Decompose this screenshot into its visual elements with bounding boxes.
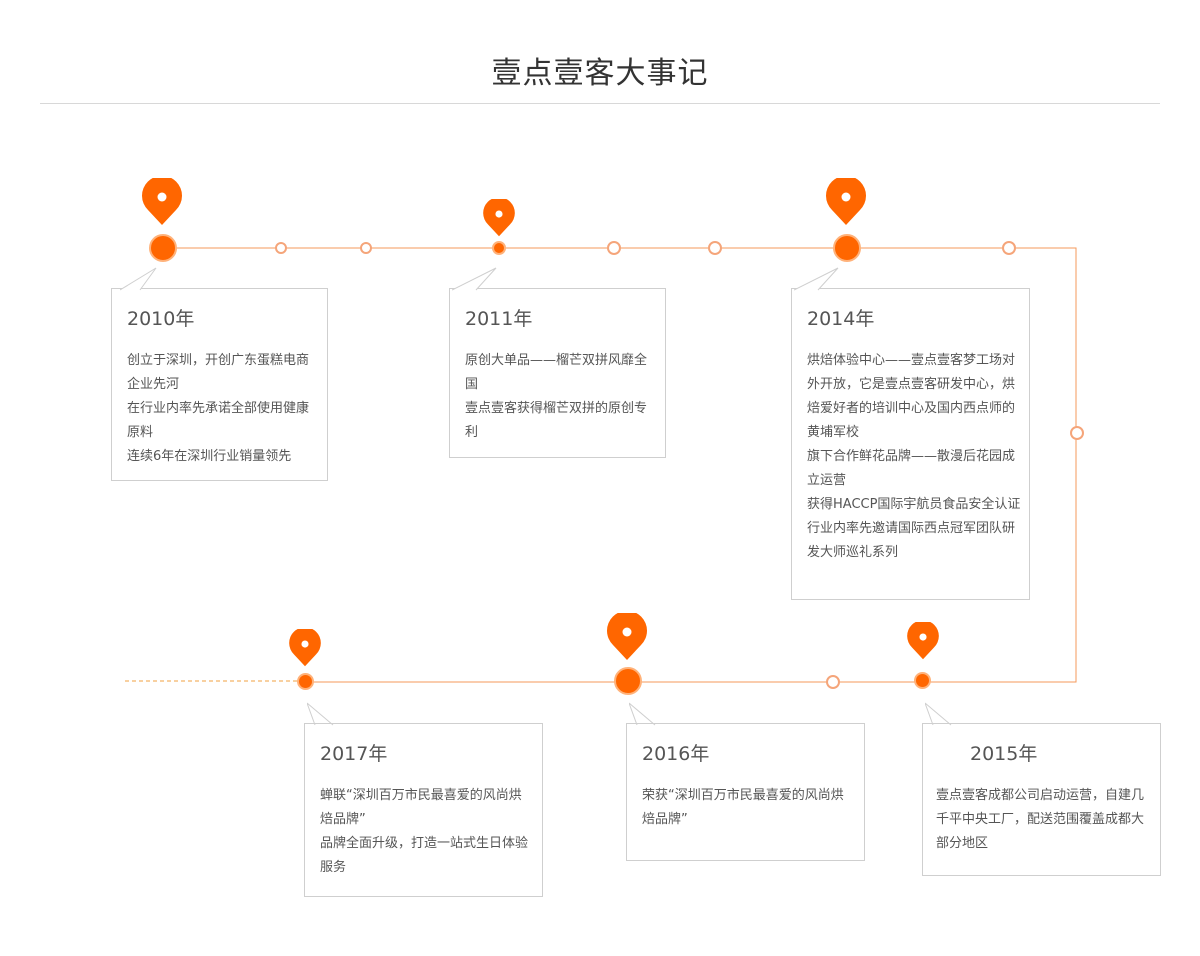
event-item: 行业内率先邀请国际西点冠军团队研发大师巡礼系列 bbox=[807, 521, 1016, 560]
timeline-dot bbox=[826, 675, 840, 689]
location-pin-icon bbox=[483, 199, 515, 237]
event-item: 壹点壹客成都公司启动运营，自建几千平中央工厂，配送范围覆盖成都大部分地区 bbox=[936, 788, 1145, 851]
milestone-dot-2015 bbox=[914, 672, 931, 689]
event-card-2010: 2010年 创立于深圳，开创广东蛋糕电商企业先河 在行业内率先承诺全部使用健康原… bbox=[111, 267, 328, 481]
event-description: 烘焙体验中心——壹点壹客梦工场对外开放，它是壹点壹客研发中心，烘焙爱好者的培训中… bbox=[807, 349, 1029, 565]
event-description: 壹点壹客成都公司启动运营，自建几千平中央工厂，配送范围覆盖成都大部分地区 bbox=[936, 784, 1160, 856]
event-item: 获得HACCP国际宇航员食品安全认证 bbox=[807, 497, 1021, 512]
event-description: 原创大单品——榴芒双拼风靡全国 壹点壹客获得榴芒双拼的原创专利 bbox=[465, 349, 665, 445]
timeline-dot bbox=[360, 242, 372, 254]
callout-notch bbox=[629, 702, 656, 726]
milestone-dot-2017 bbox=[297, 673, 314, 690]
event-card-2017: 2017年 蝉联“深圳百万市民最喜爱的风尚烘焙品牌” 品牌全面升级，打造一站式生… bbox=[304, 702, 543, 897]
event-item: 连续6年在深圳行业销量领先 bbox=[127, 449, 292, 464]
title-divider bbox=[40, 103, 1160, 104]
timeline-dot bbox=[708, 241, 722, 255]
milestone-dot-2016 bbox=[614, 667, 642, 695]
event-year: 2017年 bbox=[320, 743, 388, 765]
page-title: 壹点壹客大事记 bbox=[491, 56, 709, 91]
event-year: 2011年 bbox=[465, 308, 533, 330]
location-pin-icon bbox=[142, 178, 182, 225]
location-pin-icon bbox=[907, 622, 939, 660]
location-pin-icon bbox=[826, 178, 866, 225]
milestone-dot-2011 bbox=[492, 241, 506, 255]
event-card-2011: 2011年 原创大单品——榴芒双拼风靡全国 壹点壹客获得榴芒双拼的原创专利 bbox=[449, 267, 666, 458]
event-description: 荣获“深圳百万市民最喜爱的风尚烘焙品牌” bbox=[642, 784, 864, 832]
location-pin-icon bbox=[289, 629, 321, 667]
event-item: 烘焙体验中心——壹点壹客梦工场对外开放，它是壹点壹客研发中心，烘焙爱好者的培训中… bbox=[807, 353, 1016, 440]
callout-notch bbox=[794, 267, 839, 291]
event-item: 壹点壹客获得榴芒双拼的原创专利 bbox=[465, 401, 648, 440]
callout-notch bbox=[925, 702, 952, 726]
event-description: 创立于深圳，开创广东蛋糕电商企业先河 在行业内率先承诺全部使用健康原料 连续6年… bbox=[127, 349, 327, 469]
callout-notch bbox=[120, 267, 157, 291]
event-year: 2016年 bbox=[642, 743, 710, 765]
event-card-2015: 2015年 壹点壹客成都公司启动运营，自建几千平中央工厂，配送范围覆盖成都大部分… bbox=[922, 702, 1161, 876]
milestone-dot-2010 bbox=[149, 234, 177, 262]
event-card-2016: 2016年 荣获“深圳百万市民最喜爱的风尚烘焙品牌” bbox=[626, 702, 865, 861]
event-item: 在行业内率先承诺全部使用健康原料 bbox=[127, 401, 310, 440]
event-item: 旗下合作鲜花品牌——散漫后花园成立运营 bbox=[807, 449, 1016, 488]
timeline-dot bbox=[1002, 241, 1016, 255]
callout-notch bbox=[452, 267, 497, 291]
event-card-2014: 2014年 烘焙体验中心——壹点壹客梦工场对外开放，它是壹点壹客研发中心，烘焙爱… bbox=[791, 267, 1030, 600]
milestone-dot-2014 bbox=[833, 234, 861, 262]
event-item: 荣获“深圳百万市民最喜爱的风尚烘焙品牌” bbox=[642, 788, 844, 827]
timeline-dot bbox=[1070, 426, 1084, 440]
event-year: 2014年 bbox=[807, 308, 875, 330]
event-item: 蝉联“深圳百万市民最喜爱的风尚烘焙品牌” bbox=[320, 788, 522, 827]
event-item: 原创大单品——榴芒双拼风靡全国 bbox=[465, 353, 648, 392]
event-year: 2015年 bbox=[970, 743, 1038, 765]
timeline-dot bbox=[607, 241, 621, 255]
callout-notch bbox=[307, 702, 334, 726]
event-item: 品牌全面升级，打造一站式生日体验服务 bbox=[320, 836, 529, 875]
event-item: 创立于深圳，开创广东蛋糕电商企业先河 bbox=[127, 353, 310, 392]
event-year: 2010年 bbox=[127, 308, 195, 330]
location-pin-icon bbox=[607, 613, 647, 660]
timeline-dot bbox=[275, 242, 287, 254]
event-description: 蝉联“深圳百万市民最喜爱的风尚烘焙品牌” 品牌全面升级，打造一站式生日体验服务 bbox=[320, 784, 542, 880]
